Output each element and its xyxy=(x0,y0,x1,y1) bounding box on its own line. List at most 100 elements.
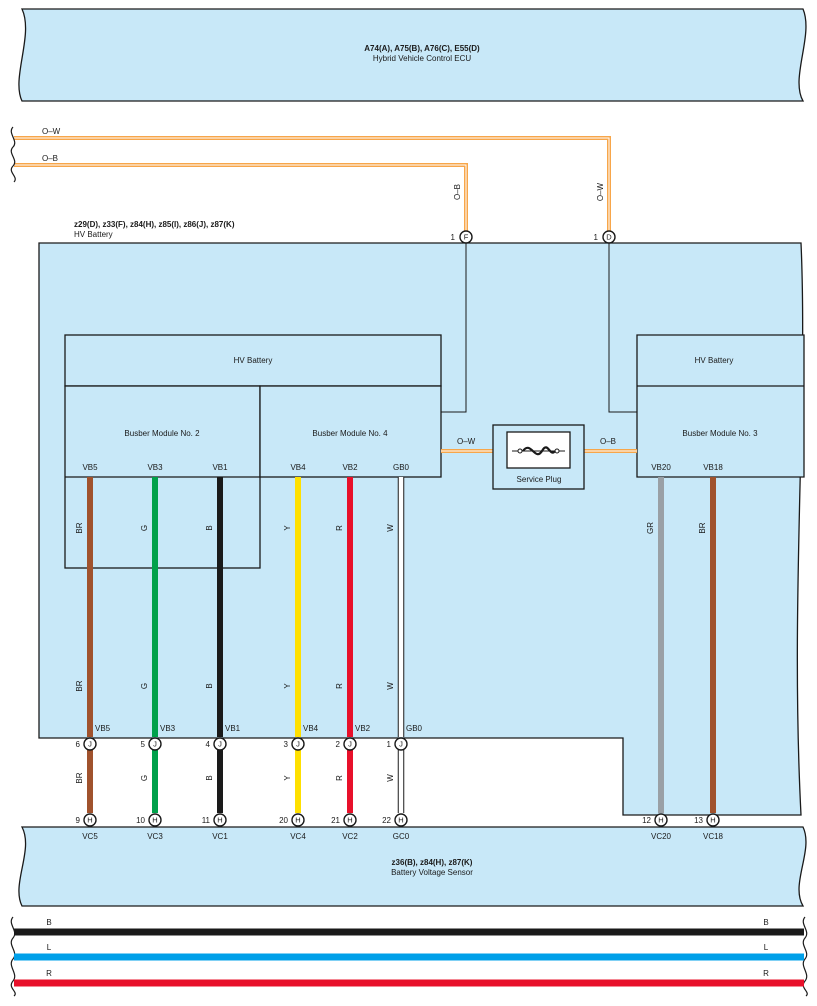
wire-label-vb1-1: B xyxy=(205,683,214,688)
pin-j5 xyxy=(148,737,162,751)
top-wire-ow xyxy=(14,136,611,232)
pin-j4-number: 4 xyxy=(206,740,211,749)
pin-h11-name: VC1 xyxy=(212,832,228,841)
pin-j2-number: 2 xyxy=(336,740,341,749)
pin-j1-conn: J xyxy=(399,740,403,749)
pin-j2-conn: J xyxy=(348,740,352,749)
module-pin-vb5: VB5 xyxy=(82,463,98,472)
wire-label-vb2-1: R xyxy=(335,683,344,689)
wire-label-vb18-0: BR xyxy=(698,522,707,533)
wire-break-mark xyxy=(10,126,16,183)
pin-h22-number: 22 xyxy=(382,816,391,825)
pin-h11 xyxy=(213,813,227,827)
module-pin-vb2: VB2 xyxy=(342,463,358,472)
bus-line-b-label-right: B xyxy=(763,918,768,927)
module-pin-vb1: VB1 xyxy=(212,463,228,472)
pin-j4-conn: J xyxy=(218,740,222,749)
top-wire-ow-label: O–W xyxy=(42,127,61,136)
pin-h22 xyxy=(394,813,408,827)
service-plug-fuse-box xyxy=(506,431,571,469)
pin-j1-name: GB0 xyxy=(406,724,423,733)
pin-h21-conn: H xyxy=(347,816,352,825)
wire-label-vb4-0: Y xyxy=(283,525,292,531)
pin-h11-number: 11 xyxy=(202,816,211,825)
module-pin-vb20: VB20 xyxy=(651,463,671,472)
top-wire-ob-label: O–B xyxy=(42,154,58,163)
pin-j6-name: VB5 xyxy=(95,724,111,733)
pin-h9 xyxy=(83,813,97,827)
pin-h12-number: 12 xyxy=(642,816,651,825)
wire-label-vb4-1: Y xyxy=(283,683,292,689)
wire-label-gb0-0: W xyxy=(386,524,395,532)
busber-module-4 xyxy=(259,385,442,478)
ecu-connectors: A74(A), A75(B), A76(C), E55(D) xyxy=(364,44,480,53)
service-plug-left-wire-label: O–W xyxy=(457,437,476,446)
wire-label-vb1-0: B xyxy=(205,525,214,530)
wire-label-vb5-0: BR xyxy=(75,522,84,533)
left-battery-block xyxy=(64,334,442,387)
pin-h9-name: VC5 xyxy=(82,832,98,841)
fuse-icon xyxy=(522,446,556,456)
service-plug-right-wire-label: O–B xyxy=(600,437,616,446)
bus-line-r-label-right: R xyxy=(763,969,769,978)
ecu-name: Hybrid Vehicle Control ECU xyxy=(373,54,471,63)
wire-label-vb5-2: BR xyxy=(75,772,84,783)
battery-name: HV Battery xyxy=(74,230,113,239)
right-battery-block xyxy=(636,334,805,478)
right-battery-title: HV Battery xyxy=(695,356,734,365)
service-plug-terminal-right xyxy=(554,448,560,454)
pin-h9-number: 9 xyxy=(76,816,81,825)
internal-line-d xyxy=(608,243,637,413)
pin-j5-number: 5 xyxy=(141,740,146,749)
pin-j5-conn: J xyxy=(153,740,157,749)
top-wire-ob xyxy=(14,163,468,232)
wire-label-vb2-2: R xyxy=(335,775,344,781)
internal-line-f xyxy=(441,243,467,413)
pin-j4 xyxy=(213,737,227,751)
pin-j1-number: 1 xyxy=(387,740,392,749)
bus-line-b-label-left: B xyxy=(46,918,51,927)
pin-j3-number: 3 xyxy=(284,740,289,749)
sensor-connectors: z36(B), z84(H), z87(K) xyxy=(392,858,473,867)
busber-module-3-title: Busber Module No. 3 xyxy=(682,429,758,438)
pin-f1-number: 1 xyxy=(451,233,456,242)
pin-j6-conn: J xyxy=(88,740,92,749)
pin-h20-conn: H xyxy=(295,816,300,825)
pin-j1 xyxy=(394,737,408,751)
pin-j4-name: VB1 xyxy=(225,724,241,733)
pin-d1-number: 1 xyxy=(594,233,599,242)
pin-h20 xyxy=(291,813,305,827)
pin-h13-number: 13 xyxy=(694,816,703,825)
pin-h9-conn: H xyxy=(87,816,92,825)
bus-line-l-label-left: L xyxy=(47,943,52,952)
module-pin-vb3: VB3 xyxy=(147,463,163,472)
pin-j3-conn: J xyxy=(296,740,300,749)
busber-module-2-title: Busber Module No. 2 xyxy=(124,429,200,438)
pin-j3 xyxy=(291,737,305,751)
service-plug-label: Service Plug xyxy=(517,475,562,484)
feed-d-wire-label: O–W xyxy=(596,182,605,201)
wire-label-vb5-1: BR xyxy=(75,680,84,691)
pin-h11-conn: H xyxy=(217,816,222,825)
wire-label-vb20-0: GR xyxy=(646,522,655,534)
pin-h22-name: GC0 xyxy=(393,832,410,841)
bus-line-r-label-left: R xyxy=(46,969,52,978)
pin-f1-conn: F xyxy=(464,233,469,242)
sensor-name: Battery Voltage Sensor xyxy=(391,868,473,877)
pin-h12-name: VC20 xyxy=(651,832,672,841)
pin-h21-number: 21 xyxy=(331,816,340,825)
pin-h13 xyxy=(706,813,720,827)
pin-h12-conn: H xyxy=(658,816,663,825)
pin-h13-conn: H xyxy=(710,816,715,825)
left-battery-title: HV Battery xyxy=(234,356,273,365)
pin-j6-number: 6 xyxy=(76,740,81,749)
busber-module-4-title: Busber Module No. 4 xyxy=(312,429,388,438)
pin-h12 xyxy=(654,813,668,827)
